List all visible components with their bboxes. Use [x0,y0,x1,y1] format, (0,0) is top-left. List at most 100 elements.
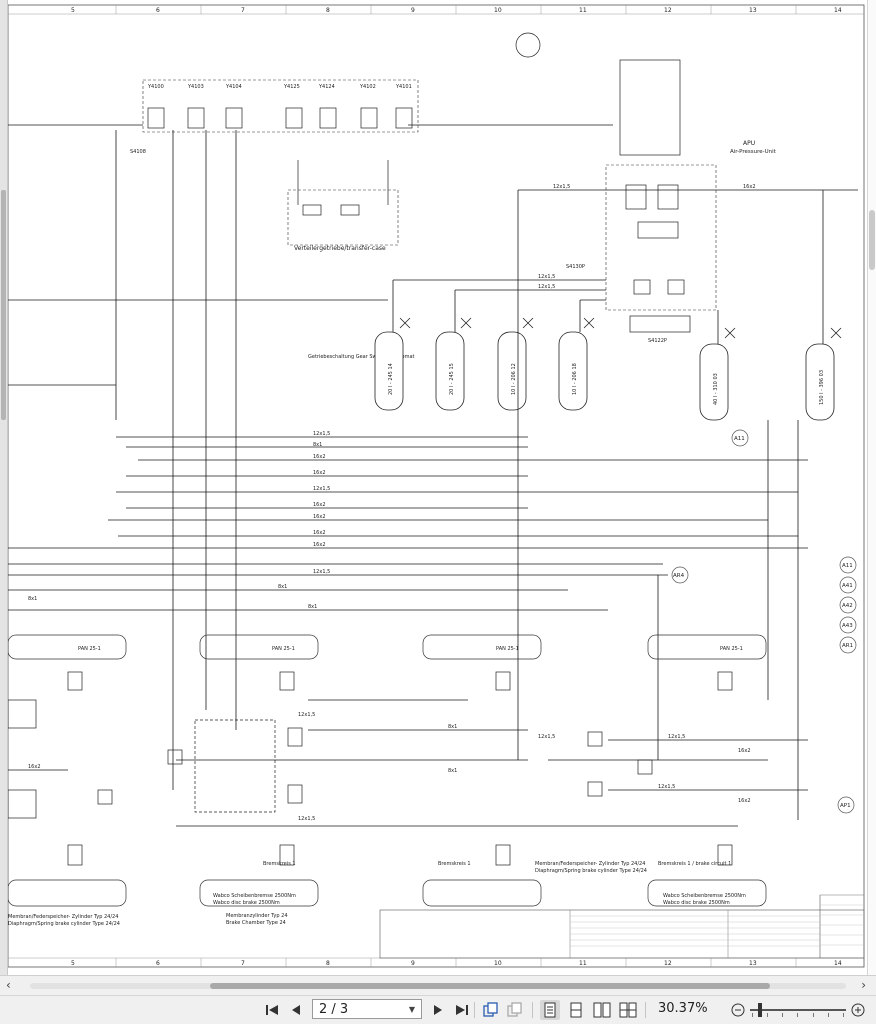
page-number-field[interactable]: 2 / 3 ▼ [312,999,422,1019]
chevron-down-icon[interactable]: ▼ [408,1004,415,1014]
pipe-label: 12x1,5 [668,734,685,740]
pipe-label: 12x1,5 [553,184,570,190]
air-pressure-unit-label: Air-Pressure-Unit [730,149,777,155]
vertical-scroll-thumb[interactable] [869,210,875,270]
col-num-top: 11 [579,7,587,14]
brake-circuit-label: Bremskreis 1 / brake circuit 1 [658,861,731,867]
circuit-ref: A43 [842,623,853,629]
col-num-top: 6 [156,7,160,14]
side-ref: AR4 [673,573,685,579]
spring-brake-label: Membran/Federspeicher- Zylinder Typ 24/2… [8,914,118,920]
scroll-right-icon[interactable]: › [861,978,866,992]
tank-label: 20 l - 245 15 [449,363,455,395]
spring-brake-label-en: Diaphragm/Spring brake cylinder Type 24/… [8,921,120,927]
col-num-top: 14 [834,7,842,14]
valve-id: Y4103 [187,84,204,90]
pipe-label: 12x1,5 [298,816,315,822]
col-num-bottom: 7 [241,960,245,967]
disc-brake-label: Wabco Scheibenbremse 2500Nm [663,893,746,899]
zoom-level: 30.37% [658,1001,708,1016]
last-page-icon[interactable] [452,1000,472,1020]
valve-id: Y4124 [318,84,335,90]
col-num-bottom: 9 [411,960,415,967]
disc-brake-label: Wabco Scheibenbremse 2500Nm [213,893,296,899]
zoom-slider-knob[interactable] [758,1003,762,1017]
brake-circuit-label: Bremskreis 1 [438,861,471,867]
rotate-cw-icon[interactable] [504,1000,524,1020]
valve-id: Y4104 [225,84,242,90]
first-page-icon[interactable] [262,1000,282,1020]
pipe-label: 8x1 [278,584,287,590]
tank-label: 10 l - 206 12 [511,363,517,395]
brake-circuit-label: Bremskreis 1 [263,861,296,867]
tank-label: 10 l - 206 18 [572,363,578,395]
horizontal-scroll-thumb[interactable] [210,983,770,989]
left-panel-scrollbar[interactable] [0,0,8,975]
pipe-label: 8x1 [308,604,317,610]
single-page-icon[interactable] [540,1000,560,1020]
two-page-icon[interactable] [592,1000,612,1020]
zoom-in-icon[interactable] [848,1000,868,1020]
zoom-slider[interactable] [750,1003,846,1017]
col-num-bottom: 13 [749,960,757,967]
spring-brake-label-en: Diaphragm/Spring brake cylinder Type 24/… [535,868,647,874]
vertical-scrollbar[interactable] [867,0,876,975]
rotate-ccw-icon[interactable] [480,1000,500,1020]
col-num-bottom: 14 [834,960,842,967]
pipe-label: 12x1,5 [313,486,330,492]
switch-label: S4108 [130,149,146,155]
brake-chamber-label-en: Brake Chamber Type 24 [226,920,286,926]
pipe-label: 16x2 [738,748,751,754]
two-page-continuous-icon[interactable] [618,1000,638,1020]
pipe-label: 8x1 [448,724,457,730]
document-viewport: 5 6 7 8 9 10 11 12 13 14 5 6 7 8 9 10 11… [0,0,876,975]
disc-brake-label-en: Wabco disc brake 2500Nm [213,900,280,906]
pipe-label: 16x2 [313,530,326,536]
col-num-bottom: 5 [71,960,75,967]
pipe-label: 16x2 [743,184,756,190]
continuous-page-icon[interactable] [566,1000,586,1020]
col-num-bottom: 11 [579,960,587,967]
pipe-label: 16x2 [28,764,41,770]
brake-label: PAN 25-1 [272,646,295,652]
disc-brake-label-en: Wabco disc brake 2500Nm [663,900,730,906]
toolbar-divider [474,1002,475,1018]
col-num-top: 9 [411,7,415,14]
zoom-slider-ticks [752,1013,844,1017]
pipe-label: 16x2 [313,470,326,476]
pipe-label: 8x1 [28,596,37,602]
tank-label: 20 l - 245 14 [388,363,394,395]
col-num-top: 13 [749,7,757,14]
valve-id: Y4102 [359,84,376,90]
side-ref: A11 [734,436,745,442]
pipe-label: 16x2 [313,454,326,460]
prev-page-icon[interactable] [286,1000,306,1020]
left-scroll-thumb[interactable] [1,190,6,420]
toolbar-divider [645,1002,646,1018]
tank-label: 150 l - 396 03 [819,370,825,405]
apu-label: APU [743,140,755,147]
page-indicator: 2 / 3 [319,1001,349,1017]
circuit-ref: A42 [842,603,853,609]
pipe-label: 12x1,5 [538,284,555,290]
pipe-label: 16x2 [738,798,751,804]
col-num-bottom: 8 [326,960,330,967]
valve-id: Y4125 [283,84,300,90]
tank-label: 40 l - 310 03 [713,373,719,405]
pipe-label: 12x1,5 [313,431,330,437]
horizontal-scrollbar[interactable]: ‹ › [0,975,876,996]
pneumatic-schematic: 5 6 7 8 9 10 11 12 13 14 5 6 7 8 9 10 11… [8,4,865,968]
pipe-label: 8x1 [448,768,457,774]
next-page-icon[interactable] [428,1000,448,1020]
toolbar-divider [532,1002,533,1018]
col-num-top: 10 [494,7,502,14]
zoom-out-icon[interactable] [728,1000,748,1020]
pipe-label: 12x1,5 [298,712,315,718]
schematic-page: 5 6 7 8 9 10 11 12 13 14 5 6 7 8 9 10 11… [8,0,868,975]
scroll-left-icon[interactable]: ‹ [6,978,11,992]
col-num-top: 7 [241,7,245,14]
spring-brake-label: Membran/Federspeicher- Zylinder Typ 24/2… [535,861,645,867]
transfer-case-label: Verteilergetriebe/transfer-case [294,245,386,252]
pipe-label: 16x2 [313,542,326,548]
pipe-label: 16x2 [313,514,326,520]
